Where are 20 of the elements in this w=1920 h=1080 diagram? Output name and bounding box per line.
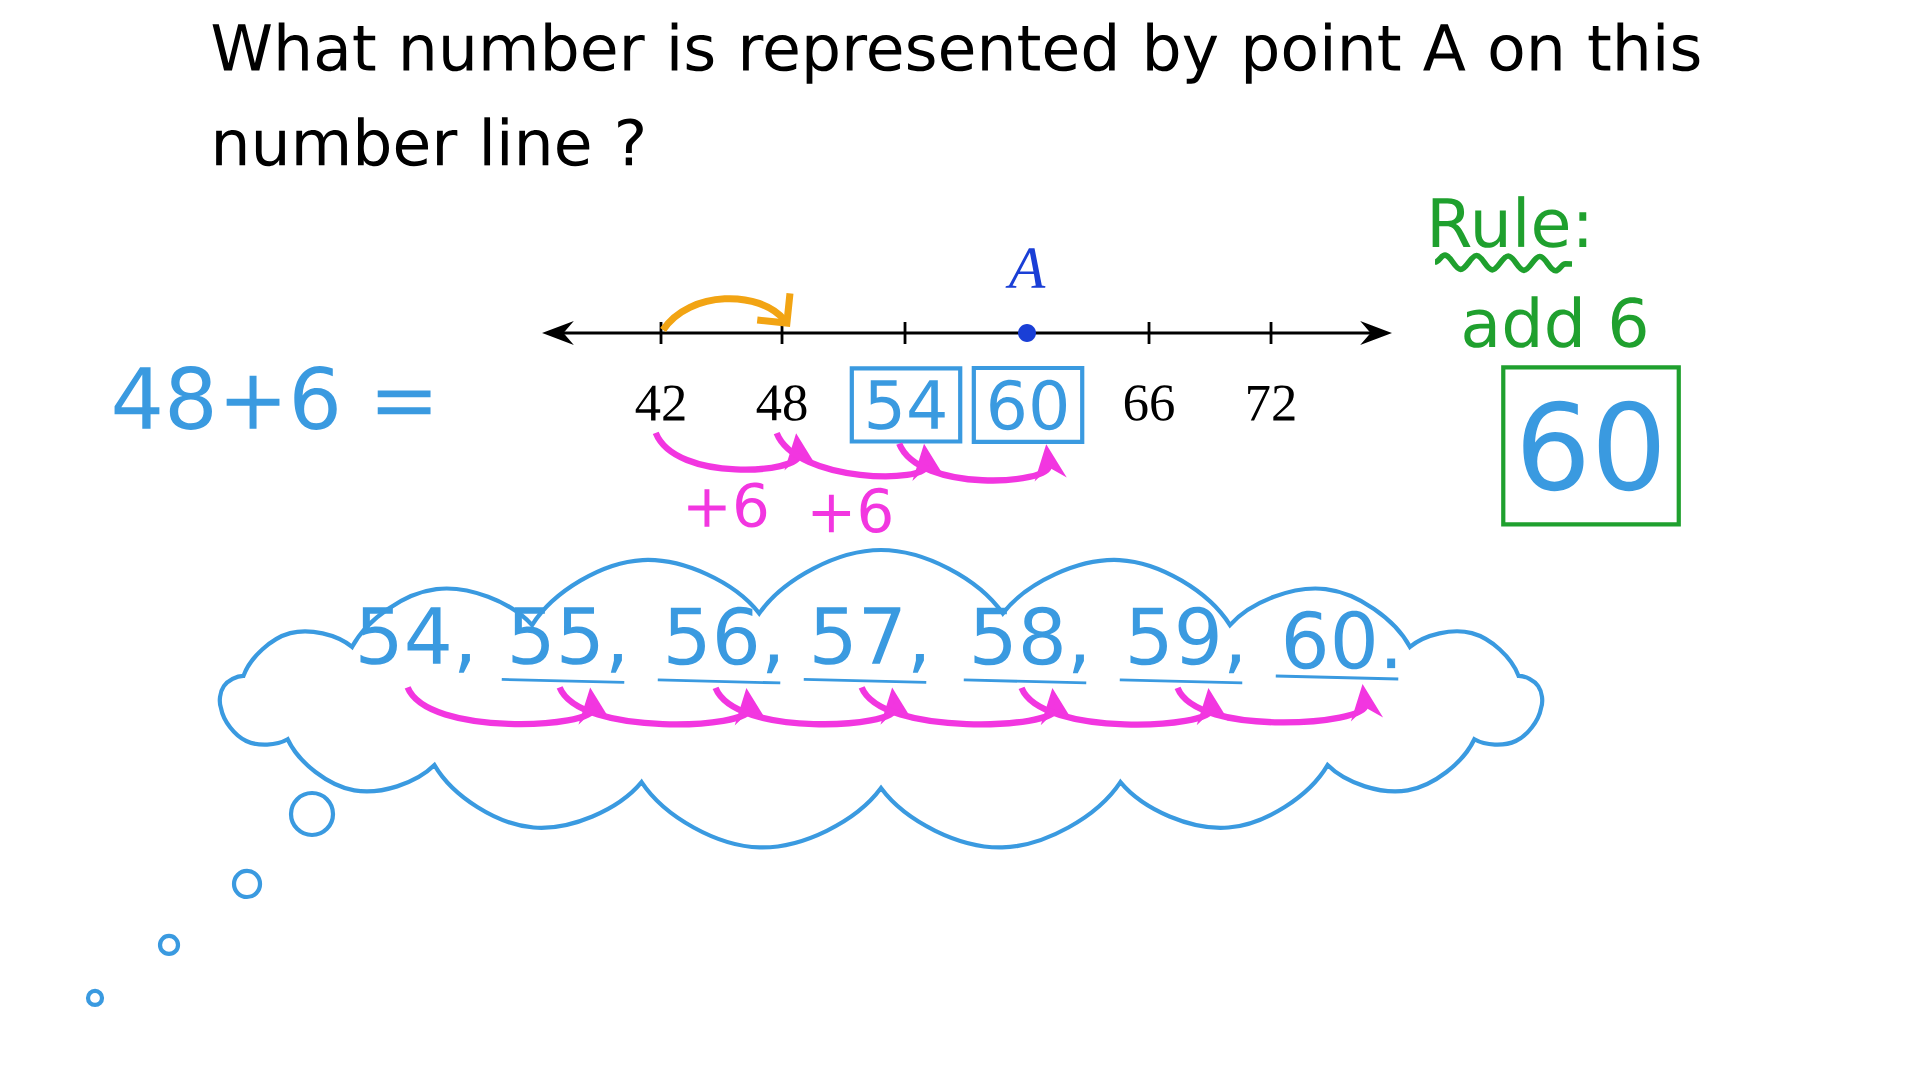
thought-cloud [217,547,1545,850]
tick-label: 42 [635,385,685,421]
answer-box: 60 [971,365,1085,445]
sequence-number: 59, [1130,606,1240,674]
sequence-number: 55, [512,607,622,673]
sequence-number: 58, [974,606,1084,674]
edge-label: +6 [802,484,898,537]
point-label: A [1005,248,1046,288]
answer-box: 60 [1501,365,1681,527]
edge-label: +6 [678,478,774,532]
rule-heading: Rule: [1432,196,1587,248]
tick-label: 48 [756,385,807,421]
title: What number is represented by point A on this number line ? [212,22,1700,167]
sequence-number: 60. [1285,610,1396,670]
sequence-number: 57, [814,607,924,673]
sequence-number: 56, [668,606,778,674]
sequence-number: 54, [360,607,470,673]
equation: 48+6 = [114,366,431,430]
tick-label: 72 [1248,385,1295,421]
answer-box: 54 [849,366,963,444]
